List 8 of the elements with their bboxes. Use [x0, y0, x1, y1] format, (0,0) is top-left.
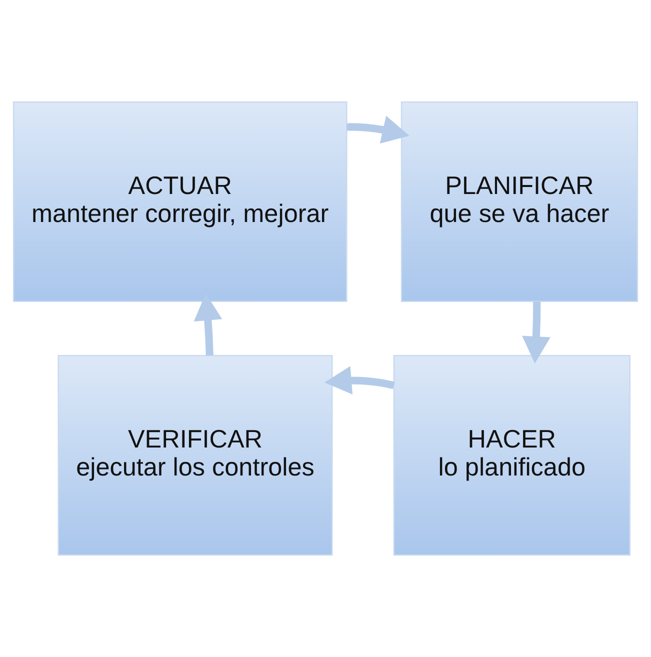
arrow: [324, 366, 395, 395]
node-box: HACER lo planificado: [393, 355, 630, 556]
arrow: [194, 293, 222, 356]
node-box: ACTUAR mantener corregir, mejorar: [12, 101, 348, 302]
arrow: [522, 301, 550, 364]
arrow: [346, 116, 410, 144]
node-box: VERIFICAR ejecutar los controles: [58, 355, 333, 556]
node-box: PLANIFICAR que se va hacer: [400, 101, 638, 302]
